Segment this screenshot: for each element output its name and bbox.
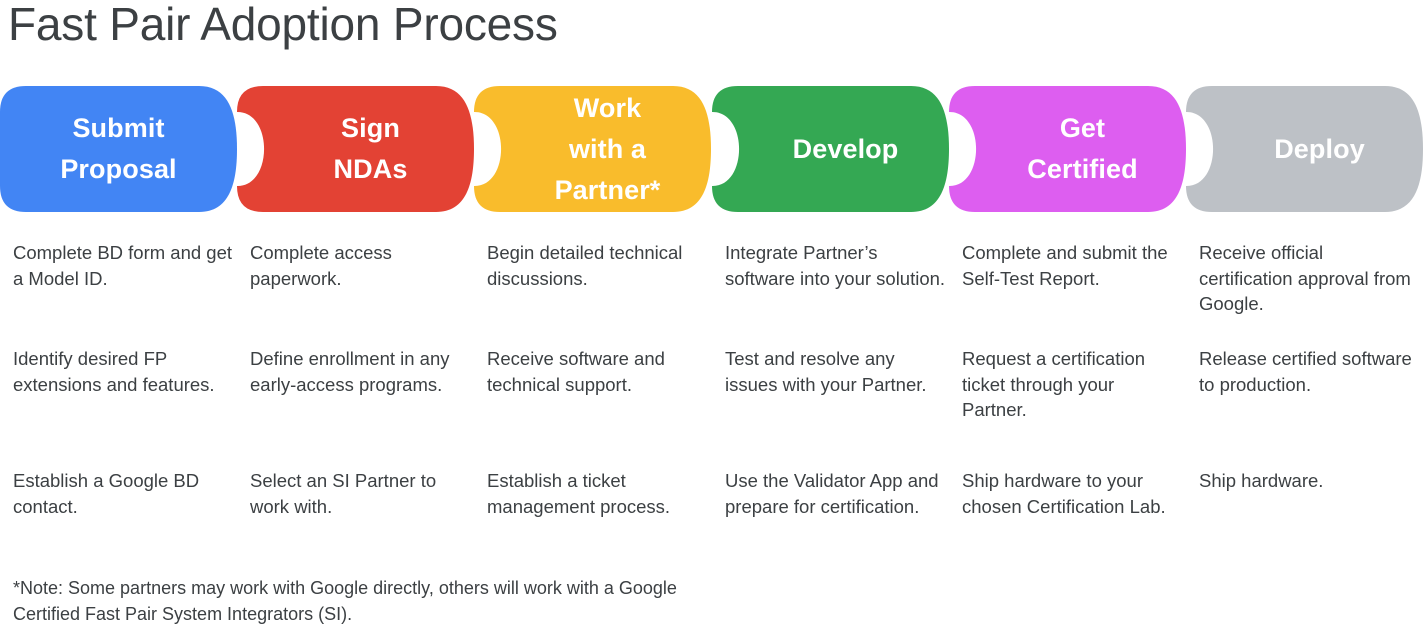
stage-label: Submit Proposal (60, 113, 177, 184)
list-item: Release certified software to production… (1199, 348, 1412, 395)
process-stage-band: Submit Proposal Sign NDAs Work with a Pa… (0, 86, 1423, 212)
stage-chevron-shape (1186, 86, 1423, 212)
stage-label: Work with a Partner* (554, 92, 661, 205)
stage-chevron-deploy[interactable]: Deploy (1186, 86, 1423, 212)
list-item: Establish a Google BD contact. (13, 470, 200, 517)
list-item: Ship hardware. (1199, 470, 1324, 491)
stage-chevron-develop[interactable]: Develop (712, 86, 949, 212)
list-item: Establish a ticket management process. (487, 470, 671, 517)
stage-label: Develop (792, 133, 899, 164)
stage-chevron-submit-proposal[interactable]: Submit Proposal (0, 86, 237, 212)
stage-label: Get Certified (1027, 113, 1138, 184)
list-item: Request a certification ticket through y… (962, 348, 1146, 420)
stage-chevron-shape (0, 86, 237, 212)
stage-chevron-shape (949, 86, 1186, 212)
stage-label: Deploy (1274, 133, 1365, 164)
stage-chevron-get-certified[interactable]: Get Certified (949, 86, 1186, 212)
list-item: Ship hardware to your chosen Certificati… (962, 470, 1166, 517)
list-item: Identify desired FP extensions and featu… (13, 348, 215, 395)
list-item: Begin detailed technical discussions. (487, 242, 683, 289)
list-item: Select an SI Partner to work with. (250, 470, 437, 517)
list-item: Integrate Partner’s software into your s… (725, 242, 946, 289)
stage-chevron-shape (237, 86, 474, 212)
stage-chevron-sign-ndas[interactable]: Sign NDAs (237, 86, 474, 212)
list-item: Define enrollment in any early-access pr… (250, 348, 450, 395)
list-item: Use the Validator App and prepare for ce… (725, 470, 939, 517)
list-item: Complete access paperwork. (250, 242, 392, 289)
list-item: Complete and submit the Self-Test Report… (962, 242, 1168, 289)
stage-chevron-shape (712, 86, 949, 212)
stage-details-columns: Complete BD form and get a Model ID. Ide… (0, 240, 1423, 560)
list-item: Complete BD form and get a Model ID. (13, 242, 233, 289)
stage-chevron-work-with-a-partner[interactable]: Work with a Partner* (474, 86, 711, 212)
stage-chevron-shape (474, 86, 711, 212)
page-title: Fast Pair Adoption Process (8, 0, 558, 50)
list-item: Test and resolve any issues with your Pa… (725, 348, 927, 395)
stage-label: Sign NDAs (333, 113, 408, 184)
list-item: Receive software and technical support. (487, 348, 665, 395)
footnote-text: *Note: Some partners may work with Googl… (13, 578, 677, 624)
list-item: Receive official certification approval … (1199, 242, 1411, 314)
